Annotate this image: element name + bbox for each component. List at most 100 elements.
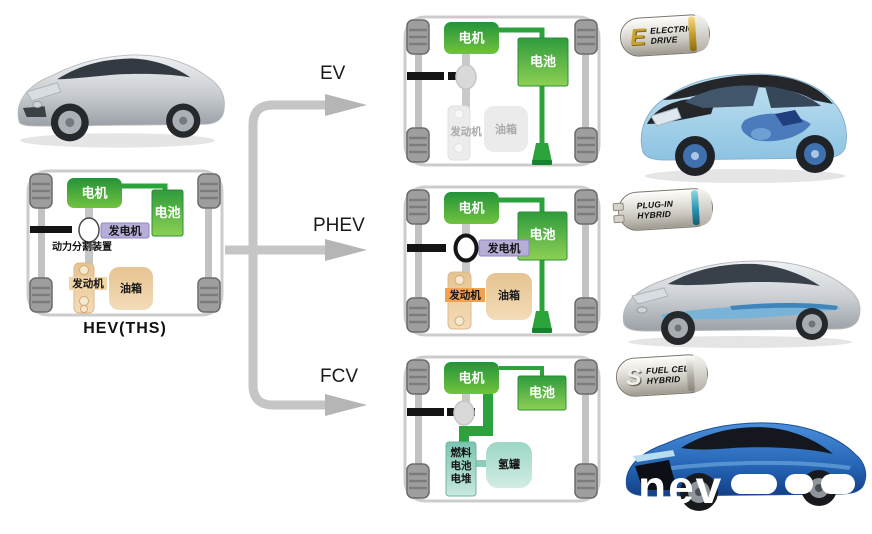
power-split-device <box>78 217 100 243</box>
axle-right <box>205 180 212 306</box>
fcv-schematic: 电机 电池 燃料 电池 电堆 氢罐 <box>403 355 601 503</box>
engine-label: 发动机 <box>71 277 104 290</box>
power-split-device <box>453 233 479 263</box>
drive-shaft <box>407 72 444 80</box>
motor-box <box>444 362 499 394</box>
wheel-icon <box>28 172 54 210</box>
motor-label: 电机 <box>458 201 484 216</box>
watermark-obscured-text <box>785 474 814 494</box>
power-split-disabled <box>455 64 477 90</box>
wheel-icon <box>573 296 599 334</box>
power-split-disabled <box>453 400 475 426</box>
engine-block-disabled <box>447 105 471 161</box>
generator-label: 发电机 <box>108 224 142 238</box>
phev-arrowhead <box>325 239 367 261</box>
motor-box <box>444 192 499 224</box>
blue-swoosh-graphics <box>662 305 842 320</box>
wheel-icon <box>573 126 599 164</box>
wheel-icon <box>405 462 431 500</box>
plug-prong-icon <box>612 202 624 212</box>
badge-cap <box>694 14 711 53</box>
car-roof <box>663 74 833 104</box>
fuel-cell-stack-box <box>445 441 477 497</box>
axle-right <box>582 26 589 156</box>
fuel-cell-power-line <box>459 394 493 446</box>
wheel-icon <box>573 18 599 56</box>
charging-plug-icon <box>532 311 552 330</box>
ev-car-photo <box>640 73 848 183</box>
phev-schematic: 电机 电池 发电机 发动机 油箱 <box>403 185 601 337</box>
hydrogen-tank-box <box>486 442 532 488</box>
badge-cap <box>697 188 714 226</box>
charging-plug-icon <box>532 143 552 162</box>
generator-label: 发电机 <box>487 241 521 255</box>
battery-e-icon: E <box>629 23 647 51</box>
hydrogen-tank-label: 氢罐 <box>498 457 520 471</box>
motor-label: 电机 <box>81 186 107 201</box>
ev-schematic: 电机 电池 发动机 油箱 <box>403 15 601 167</box>
fcv-arrowhead <box>325 394 367 416</box>
axle-left <box>415 196 422 326</box>
battery-label: 电池 <box>529 227 555 242</box>
car-windows <box>668 263 820 286</box>
wheel-icon <box>405 358 431 396</box>
engine-label: 发动机 <box>449 125 482 138</box>
car-windshield <box>685 85 759 108</box>
engine-label: 发动机 <box>448 289 481 302</box>
hev-caption: HEV(THS) <box>83 320 167 337</box>
fuel-tank-label: 油箱 <box>120 281 142 295</box>
fuel-tank-label: 油箱 <box>495 122 517 136</box>
axle-left <box>415 366 422 492</box>
battery-box <box>517 211 568 261</box>
axle-left <box>38 180 45 306</box>
fcv-arrow-label: FCV <box>320 366 358 387</box>
watermark: nev <box>638 460 856 514</box>
badge-line2: HYBRID <box>636 208 672 221</box>
drive-shaft <box>407 244 446 252</box>
wheel-icon <box>196 172 222 210</box>
car-windows <box>57 58 191 80</box>
wheel-icon <box>405 18 431 56</box>
headlight <box>633 450 675 462</box>
motor-label: 电机 <box>458 31 484 46</box>
fuel-cell-stack-label: 电池 <box>451 459 472 472</box>
generator-box <box>100 222 150 239</box>
hev-schematic: 电机 电池 发电机 动力分割装置 发动机 油箱 <box>26 169 224 317</box>
fuel-cell-stack-label: 燃料 <box>451 446 472 459</box>
battery-box <box>517 37 569 87</box>
wheel-icon <box>405 296 431 334</box>
engine-label-bg <box>69 277 107 290</box>
battery-box <box>517 375 567 411</box>
badge-cap <box>692 354 709 393</box>
plug-prong-icon <box>613 214 625 224</box>
battery-box <box>151 189 184 237</box>
motor-box <box>444 22 499 54</box>
watermark-text: nev <box>638 461 724 513</box>
wheel-icon <box>28 276 54 314</box>
watermark-obscured-text <box>821 474 856 494</box>
fuel-tank-label: 油箱 <box>498 288 520 302</box>
hev-car-photo <box>17 54 225 148</box>
hydrogen-s-icon: S <box>625 363 643 391</box>
fuel-cell-stack-label: 电堆 <box>451 472 472 485</box>
ev-arrowhead <box>325 94 367 116</box>
motor-label: 电机 <box>458 371 484 386</box>
branch-arrows <box>225 94 367 416</box>
phev-car-photo <box>622 260 861 348</box>
wheel-icon <box>196 276 222 314</box>
battery-label: 电池 <box>529 385 555 400</box>
ev-arrow-label: EV <box>320 63 346 84</box>
fuel-tank-box <box>486 273 532 320</box>
wheel-icon <box>573 462 599 500</box>
power-split-label: 动力分割装置 <box>52 240 112 253</box>
wheel-icon <box>405 188 431 226</box>
car-windows <box>681 427 833 454</box>
motor-box <box>67 178 122 208</box>
watermark-obscured-text <box>731 474 778 494</box>
battery-label: 电池 <box>154 205 180 220</box>
wheel-icon <box>573 188 599 226</box>
axle-left <box>415 26 422 156</box>
generator-box <box>478 239 530 257</box>
phev-arrow-label: PHEV <box>313 215 365 236</box>
